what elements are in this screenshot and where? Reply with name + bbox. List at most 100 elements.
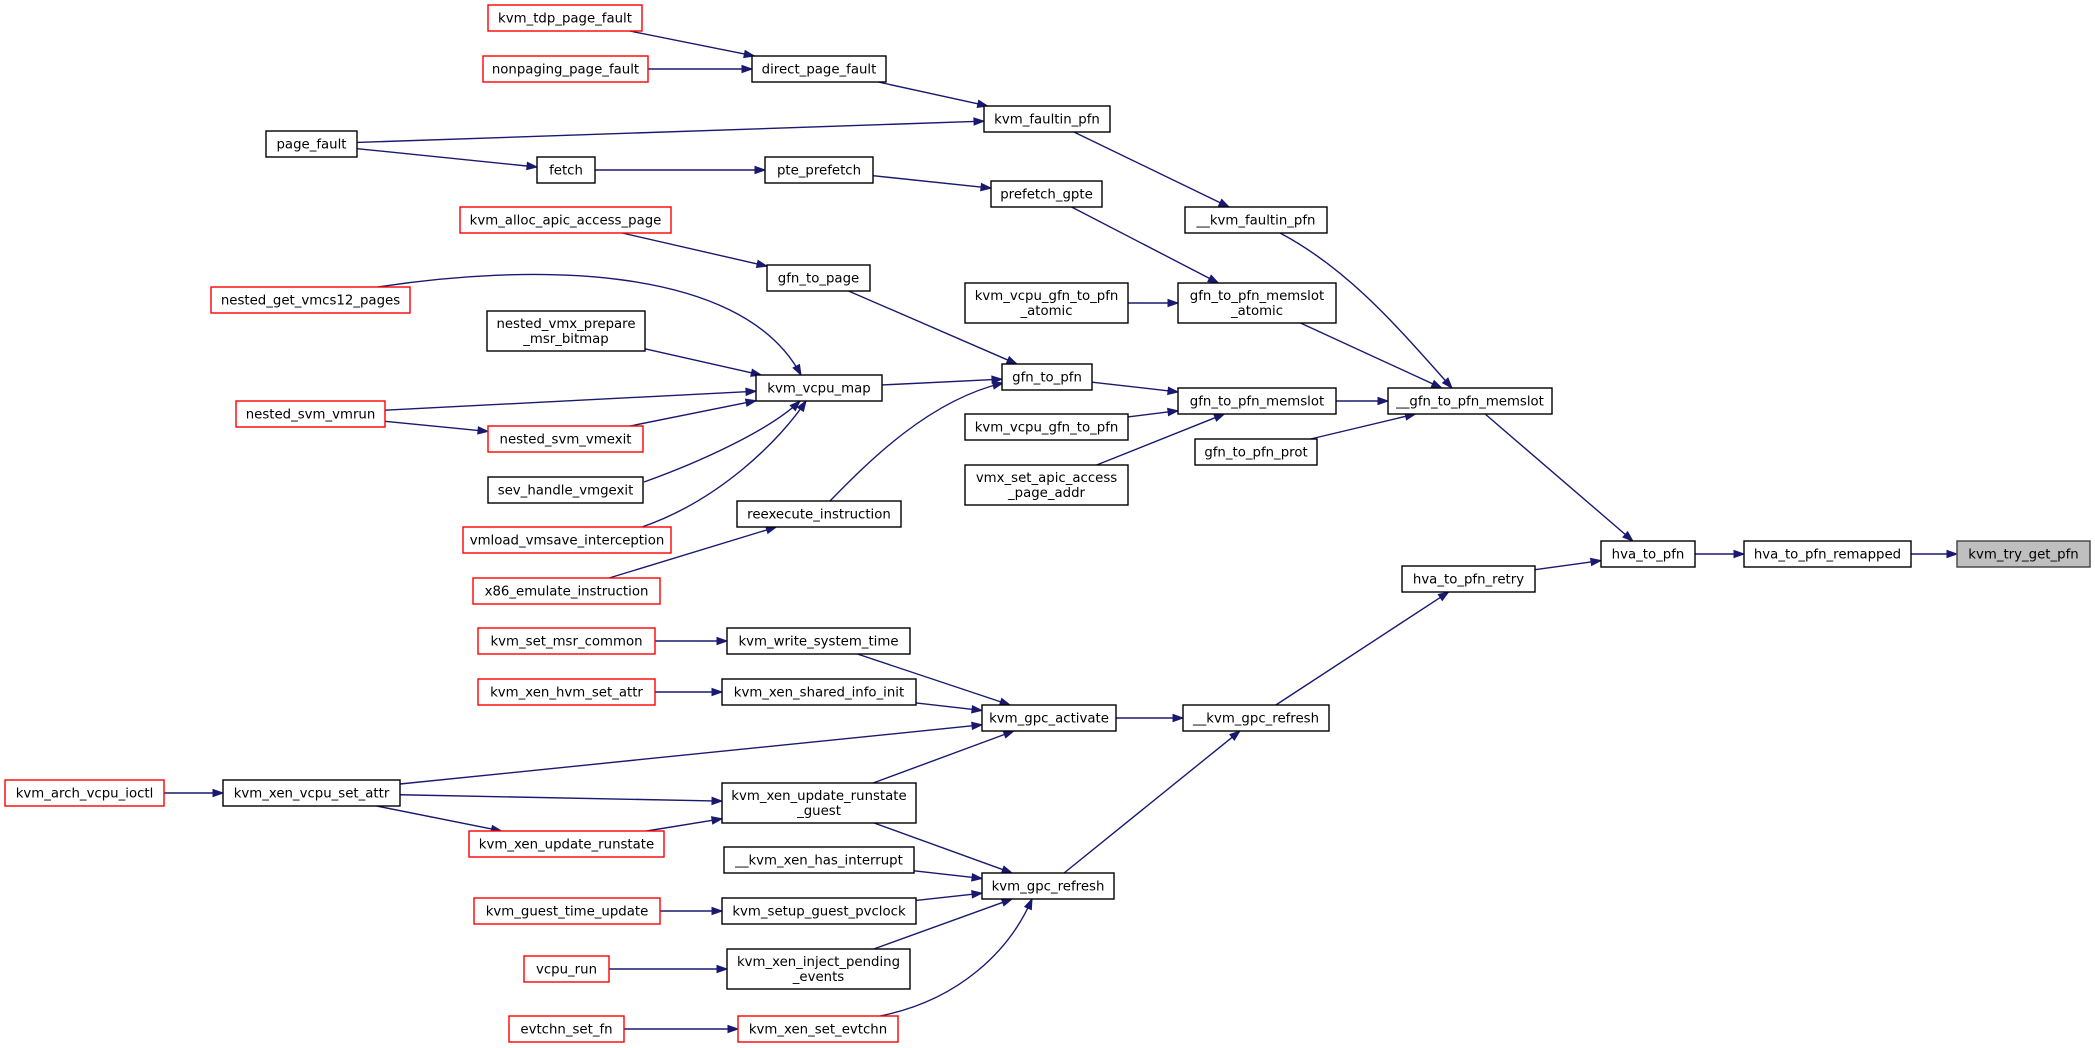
- node-direct_page_fault[interactable]: direct_page_fault: [751, 55, 887, 83]
- node-box[interactable]: [472, 577, 661, 605]
- node-box[interactable]: [1956, 540, 2091, 568]
- node-box[interactable]: [222, 779, 401, 807]
- node-hva_to_pfn_retry[interactable]: hva_to_pfn_retry: [1401, 565, 1536, 593]
- node-box[interactable]: [1182, 704, 1330, 732]
- node-box[interactable]: [508, 1015, 625, 1043]
- node-page_fault[interactable]: page_fault: [265, 130, 358, 158]
- node-box[interactable]: [981, 704, 1117, 732]
- node-kvm_guest_time_update[interactable]: kvm_guest_time_update: [473, 897, 661, 925]
- node-box[interactable]: [1177, 282, 1337, 324]
- node-box[interactable]: [473, 897, 661, 925]
- node-sev_handle_vmgexit[interactable]: sev_handle_vmgexit: [487, 476, 644, 504]
- node-gfn_to_page[interactable]: gfn_to_page: [766, 264, 871, 292]
- node-box[interactable]: [210, 286, 411, 314]
- node-evtchn_set_fn[interactable]: evtchn_set_fn: [508, 1015, 625, 1043]
- node-__gfn_to_pfn_memslot[interactable]: __gfn_to_pfn_memslot: [1387, 387, 1553, 415]
- node-kvm_xen_shared_info_init[interactable]: kvm_xen_shared_info_init: [721, 678, 917, 706]
- node-box[interactable]: [964, 413, 1129, 441]
- node-__kvm_xen_has_interrupt[interactable]: __kvm_xen_has_interrupt: [723, 846, 915, 874]
- node-reexecute_instruction[interactable]: reexecute_instruction: [736, 500, 902, 528]
- node-kvm_vcpu_map[interactable]: kvm_vcpu_map: [755, 374, 883, 402]
- node-kvm_arch_vcpu_ioctl[interactable]: kvm_arch_vcpu_ioctl: [4, 779, 165, 807]
- node-box[interactable]: [721, 782, 917, 824]
- node-kvm_setup_guest_pvclock[interactable]: kvm_setup_guest_pvclock: [721, 897, 917, 925]
- node-box[interactable]: [1743, 540, 1912, 568]
- node-kvm_try_get_pfn[interactable]: kvm_try_get_pfn: [1956, 540, 2091, 568]
- node-box[interactable]: [721, 678, 917, 706]
- node-kvm_faultin_pfn[interactable]: kvm_faultin_pfn: [983, 105, 1111, 133]
- node-box[interactable]: [1194, 438, 1318, 466]
- node-box[interactable]: [459, 206, 672, 234]
- node-nested_vmx_prepare_msr_bitmap[interactable]: nested_vmx_prepare_msr_bitmap: [486, 310, 646, 352]
- node-box[interactable]: [726, 948, 911, 990]
- node-box[interactable]: [265, 130, 358, 158]
- node-nonpaging_page_fault[interactable]: nonpaging_page_fault: [482, 55, 649, 83]
- node-box[interactable]: [737, 1015, 899, 1043]
- node-__kvm_gpc_refresh[interactable]: __kvm_gpc_refresh: [1182, 704, 1330, 732]
- node-box[interactable]: [536, 156, 596, 184]
- node-hva_to_pfn_remapped[interactable]: hva_to_pfn_remapped: [1743, 540, 1912, 568]
- node-box[interactable]: [990, 180, 1103, 208]
- node-kvm_xen_set_evtchn[interactable]: kvm_xen_set_evtchn: [737, 1015, 899, 1043]
- node-nested_get_vmcs12_pages[interactable]: nested_get_vmcs12_pages: [210, 286, 411, 314]
- node-box[interactable]: [723, 846, 915, 874]
- node-kvm_gpc_refresh[interactable]: kvm_gpc_refresh: [981, 872, 1115, 900]
- node-kvm_xen_update_runstate_guest[interactable]: kvm_xen_update_runstate_guest: [721, 782, 917, 824]
- node-box[interactable]: [487, 4, 643, 32]
- node-nested_svm_vmexit[interactable]: nested_svm_vmexit: [487, 425, 644, 453]
- node-kvm_tdp_page_fault[interactable]: kvm_tdp_page_fault: [487, 4, 643, 32]
- node-box[interactable]: [468, 830, 665, 858]
- node-pte_prefetch[interactable]: pte_prefetch: [764, 156, 874, 184]
- node-kvm_xen_hvm_set_attr[interactable]: kvm_xen_hvm_set_attr: [477, 678, 656, 706]
- node-box[interactable]: [1177, 387, 1337, 415]
- node-kvm_alloc_apic_access_page[interactable]: kvm_alloc_apic_access_page: [459, 206, 672, 234]
- node-box[interactable]: [764, 156, 874, 184]
- node-box[interactable]: [726, 627, 911, 655]
- node-kvm_xen_inject_pending_events[interactable]: kvm_xen_inject_pending_events: [726, 948, 911, 990]
- node-box[interactable]: [983, 105, 1111, 133]
- node-x86_emulate_instruction[interactable]: x86_emulate_instruction: [472, 577, 661, 605]
- node-box[interactable]: [1387, 387, 1553, 415]
- node-gfn_to_pfn_memslot_atomic[interactable]: gfn_to_pfn_memslot_atomic: [1177, 282, 1337, 324]
- node-box[interactable]: [486, 310, 646, 352]
- node-box[interactable]: [1600, 540, 1696, 568]
- node-gfn_to_pfn_memslot[interactable]: gfn_to_pfn_memslot: [1177, 387, 1337, 415]
- node-box[interactable]: [751, 55, 887, 83]
- node-box[interactable]: [755, 374, 883, 402]
- node-vmx_set_apic_access_page_addr[interactable]: vmx_set_apic_access_page_addr: [964, 464, 1129, 506]
- node-fetch[interactable]: fetch: [536, 156, 596, 184]
- node-nested_svm_vmrun[interactable]: nested_svm_vmrun: [235, 400, 386, 428]
- node-box[interactable]: [477, 678, 656, 706]
- node-gfn_to_pfn_prot[interactable]: gfn_to_pfn_prot: [1194, 438, 1318, 466]
- node-kvm_vcpu_gfn_to_pfn_atomic[interactable]: kvm_vcpu_gfn_to_pfn_atomic: [964, 282, 1129, 324]
- node-box[interactable]: [1184, 206, 1328, 234]
- node-box[interactable]: [477, 627, 656, 655]
- node-kvm_set_msr_common[interactable]: kvm_set_msr_common: [477, 627, 656, 655]
- node-__kvm_faultin_pfn[interactable]: __kvm_faultin_pfn: [1184, 206, 1328, 234]
- node-prefetch_gpte[interactable]: prefetch_gpte: [990, 180, 1103, 208]
- node-box[interactable]: [487, 476, 644, 504]
- node-box[interactable]: [1401, 565, 1536, 593]
- node-box[interactable]: [964, 282, 1129, 324]
- node-box[interactable]: [766, 264, 871, 292]
- node-kvm_xen_update_runstate[interactable]: kvm_xen_update_runstate: [468, 830, 665, 858]
- node-box[interactable]: [1001, 363, 1093, 391]
- node-vcpu_run[interactable]: vcpu_run: [523, 955, 610, 983]
- node-box[interactable]: [523, 955, 610, 983]
- node-box[interactable]: [964, 464, 1129, 506]
- node-box[interactable]: [462, 526, 672, 554]
- node-box[interactable]: [235, 400, 386, 428]
- node-box[interactable]: [4, 779, 165, 807]
- node-kvm_xen_vcpu_set_attr[interactable]: kvm_xen_vcpu_set_attr: [222, 779, 401, 807]
- node-box[interactable]: [482, 55, 649, 83]
- node-gfn_to_pfn[interactable]: gfn_to_pfn: [1001, 363, 1093, 391]
- node-vmload_vmsave_interception[interactable]: vmload_vmsave_interception: [462, 526, 672, 554]
- node-kvm_vcpu_gfn_to_pfn[interactable]: kvm_vcpu_gfn_to_pfn: [964, 413, 1129, 441]
- node-box[interactable]: [721, 897, 917, 925]
- node-box[interactable]: [487, 425, 644, 453]
- node-kvm_write_system_time[interactable]: kvm_write_system_time: [726, 627, 911, 655]
- node-hva_to_pfn[interactable]: hva_to_pfn: [1600, 540, 1696, 568]
- node-kvm_gpc_activate[interactable]: kvm_gpc_activate: [981, 704, 1117, 732]
- node-box[interactable]: [981, 872, 1115, 900]
- node-box[interactable]: [736, 500, 902, 528]
